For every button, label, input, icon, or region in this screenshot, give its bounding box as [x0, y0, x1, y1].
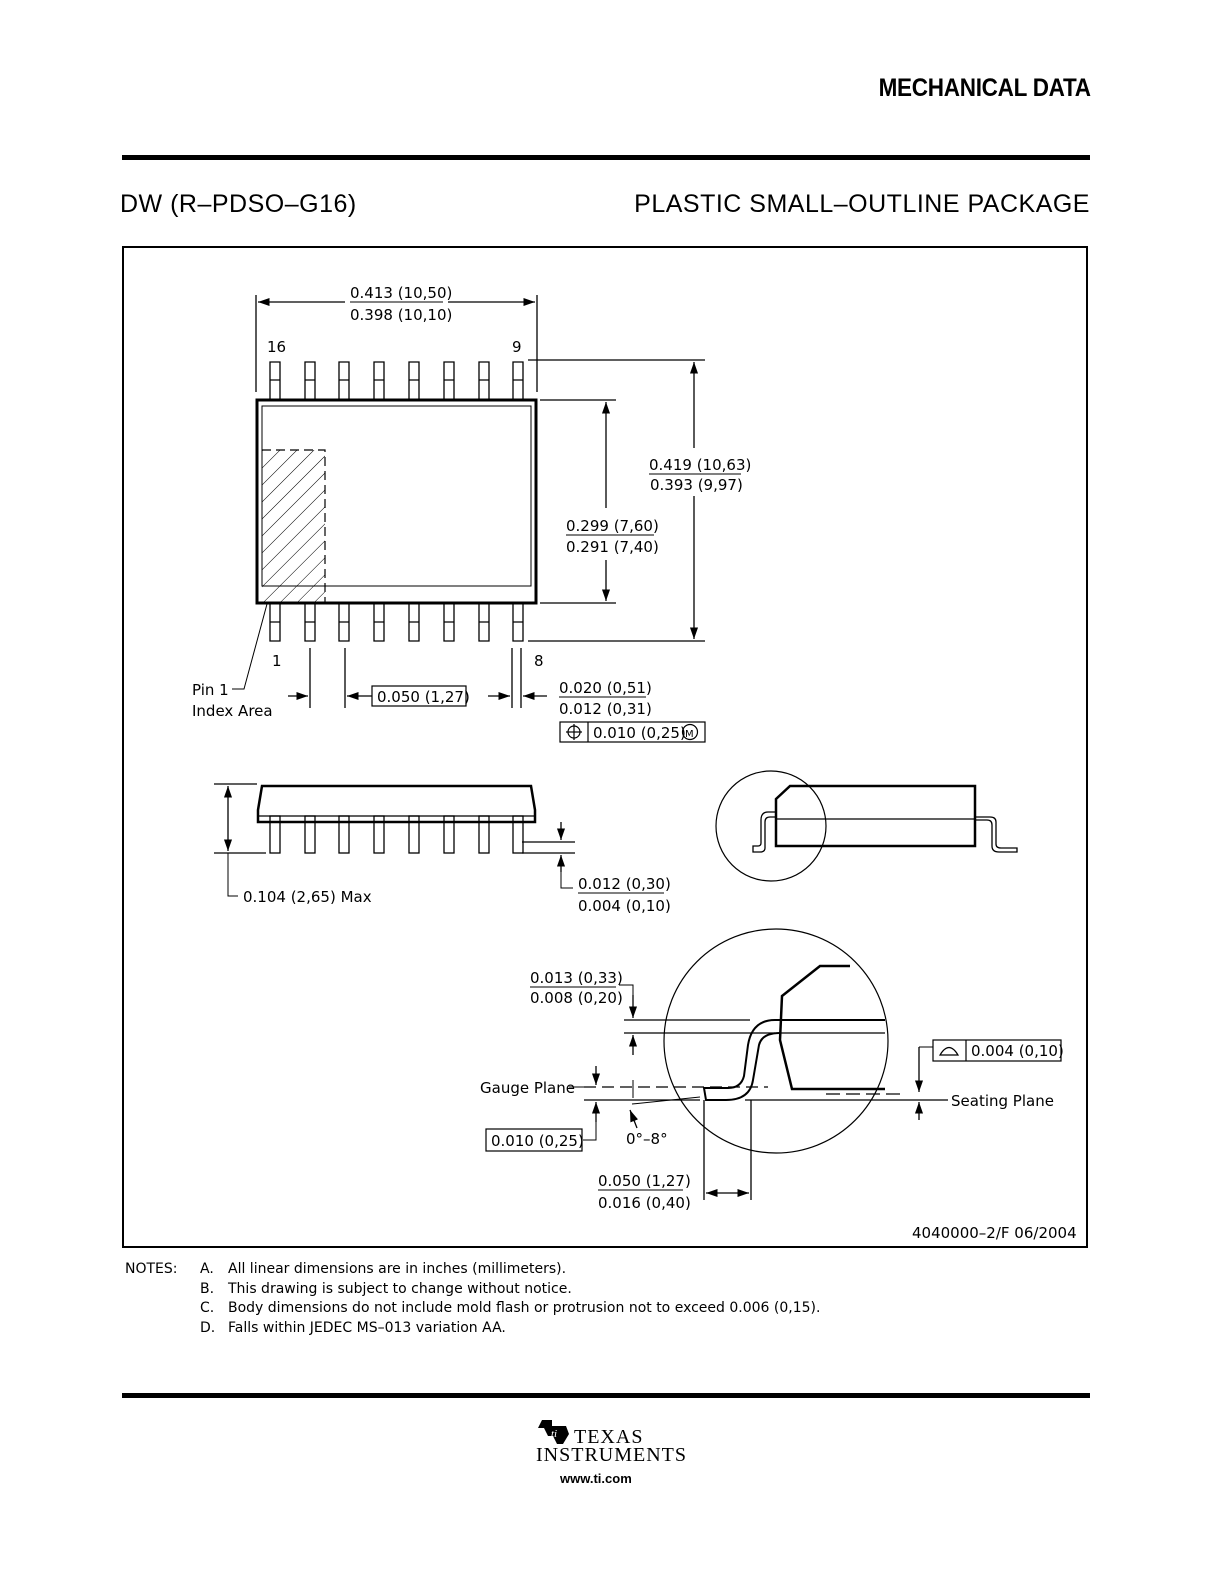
lead: [269, 815, 281, 854]
standoff-min: 0.004 (0,10): [578, 897, 671, 915]
logo-texas: TEXAS: [574, 1426, 644, 1448]
package-code: DW (R–PDSO–G16): [120, 190, 357, 218]
lead: [512, 361, 524, 399]
overall-width-min: 0.393 (9,97): [650, 476, 743, 494]
note-text: All linear dimensions are in inches (mil…: [228, 1261, 567, 1277]
lead: [269, 361, 281, 399]
lead: [338, 815, 350, 854]
lead: [478, 361, 490, 399]
package-body: [255, 398, 538, 605]
footer-url[interactable]: www.ti.com: [560, 1471, 632, 1486]
coplanarity-value: 0.004 (0,10): [971, 1042, 1064, 1060]
pin-9-label: 9: [512, 338, 522, 356]
height-max: 0.104 (2,65) Max: [243, 888, 372, 906]
lead: [373, 604, 385, 642]
note-item: B. This drawing is subject to change with…: [200, 1280, 572, 1300]
lead: [408, 604, 420, 642]
ti-state-icon: ti: [538, 1420, 569, 1444]
body-width-min: 0.291 (7,40): [566, 538, 659, 556]
lead: [338, 361, 350, 399]
lead-thickness-max: 0.013 (0,33): [530, 969, 623, 987]
drawing-number: 4040000–2/F 06/2004: [912, 1224, 1077, 1242]
side-body: [256, 784, 537, 824]
lead: [304, 815, 316, 854]
top-leads: [269, 361, 524, 399]
gauge-plane-value: 0.010 (0,25): [491, 1132, 584, 1150]
pin1-index-area: [262, 450, 325, 602]
lead: [304, 604, 316, 642]
notes-label: NOTES:: [125, 1261, 178, 1277]
position-tolerance: 0.010 (0,25): [593, 724, 686, 742]
pitch-value: 0.050 (1,27): [377, 688, 470, 706]
lead: [443, 604, 455, 642]
note-text: Falls within JEDEC MS–013 variation AA.: [228, 1319, 506, 1336]
note-item: C. Body dimensions do not include mold fl…: [200, 1299, 820, 1319]
lead-width-max: 0.020 (0,51): [559, 679, 652, 697]
standoff-max: 0.012 (0,30): [578, 875, 671, 893]
overall-width-max: 0.419 (10,63): [649, 456, 751, 474]
overall-length-max: 0.413 (10,50): [350, 284, 452, 302]
bottom-leads: [269, 604, 524, 642]
angle-range: 0°–8°: [626, 1130, 668, 1148]
lead: [478, 604, 490, 642]
logo-instruments: INSTRUMENTS: [536, 1444, 688, 1466]
lead: [373, 815, 385, 854]
pin1-label-line1: Pin 1: [192, 681, 229, 699]
lead: [443, 815, 455, 854]
lead: [338, 604, 350, 642]
svg-text:ti: ti: [551, 1428, 557, 1440]
note-text: This drawing is subject to change withou…: [228, 1280, 572, 1297]
side-view: [214, 783, 664, 897]
body-width-max: 0.299 (7,60): [566, 517, 659, 535]
lead: [408, 361, 420, 399]
lead: [512, 815, 524, 854]
overall-length-min: 0.398 (10,10): [350, 306, 452, 324]
lead: [443, 361, 455, 399]
top-rule: [122, 155, 1090, 160]
note-letter: C.: [200, 1300, 215, 1316]
profile-view: [715, 770, 1018, 882]
gauge-plane-label: Gauge Plane: [480, 1079, 575, 1097]
seating-plane-label: Seating Plane: [951, 1092, 1054, 1110]
bottom-rule: [122, 1393, 1090, 1398]
pin1-label-line2: Index Area: [192, 702, 273, 720]
foot-length-max: 0.050 (1,27): [598, 1172, 691, 1190]
lead: [478, 815, 490, 854]
note-letter: A.: [200, 1261, 214, 1277]
drawing-frame: [122, 246, 1088, 1248]
lead: [512, 604, 524, 642]
lead: [269, 604, 281, 642]
detail-view: [485, 928, 1062, 1200]
lead: [408, 815, 420, 854]
section-title: MECHANICAL DATA: [878, 74, 1091, 102]
side-leads: [269, 815, 524, 854]
top-view: [232, 295, 741, 743]
pin-16-label: 16: [267, 338, 286, 356]
pin-1-label: 1: [272, 652, 282, 670]
note-item: A. All linear dimensions are in inches (m…: [200, 1260, 566, 1280]
lead-thickness-min: 0.008 (0,20): [530, 989, 623, 1007]
foot-length-min: 0.016 (0,40): [598, 1194, 691, 1212]
lead-width-min: 0.012 (0,31): [559, 700, 652, 718]
ti-logo: ti TEXAS INSTRUMENTS: [536, 1418, 686, 1468]
lead: [373, 361, 385, 399]
note-text: Body dimensions do not include mold flas…: [228, 1300, 821, 1316]
position-modifier: M: [685, 729, 694, 740]
note-item: D. Falls within JEDEC MS–013 variation AA…: [200, 1319, 506, 1339]
note-letter: D.: [200, 1319, 216, 1336]
lead: [304, 361, 316, 399]
note-letter: B.: [200, 1280, 215, 1297]
package-name: PLASTIC SMALL–OUTLINE PACKAGE: [634, 190, 1090, 218]
pin-8-label: 8: [534, 652, 544, 670]
